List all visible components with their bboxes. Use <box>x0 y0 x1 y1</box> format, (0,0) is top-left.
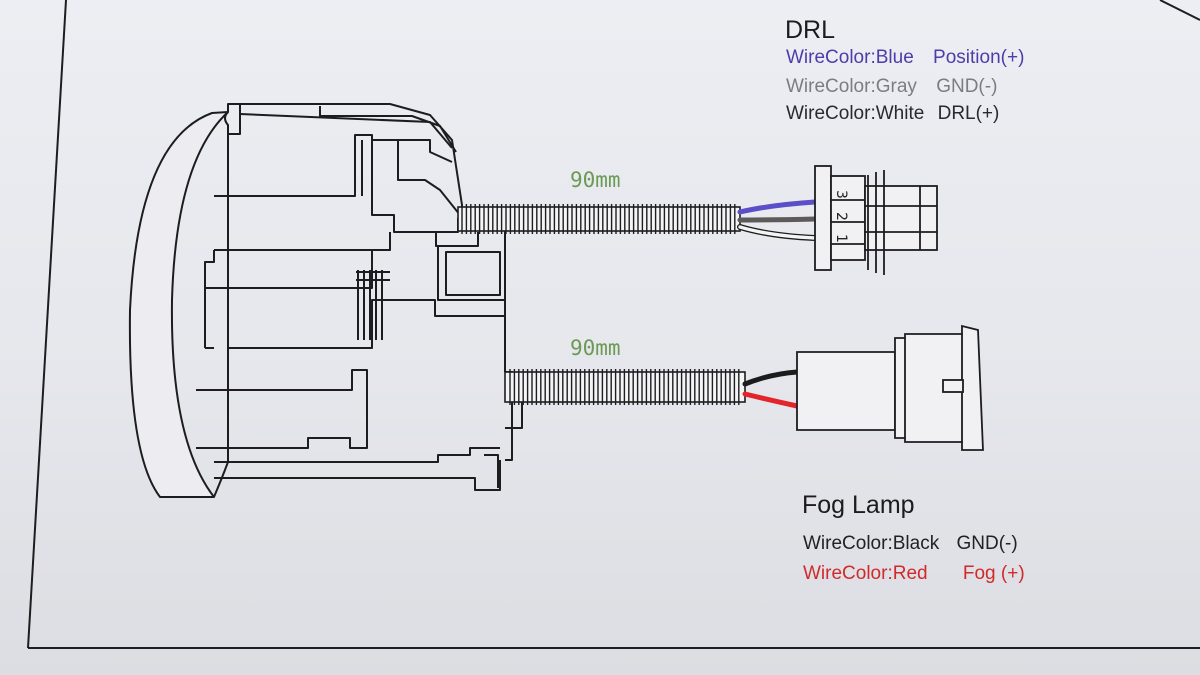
fog-wire-row-black: WireColor:Black GND(-) <box>803 534 1018 553</box>
drl-wire-white-function: DRL(+) <box>937 103 1000 124</box>
drl-wire-gray-label: WireColor:Gray <box>786 76 917 97</box>
fog-wires <box>742 369 800 409</box>
drl-wires <box>737 199 818 241</box>
drl-pin-1: 1 <box>833 234 849 243</box>
fog-wire-red <box>742 391 800 409</box>
drl-wire-blue-function: Position(+) <box>933 47 1025 68</box>
drl-wire-gray-function: GND(-) <box>936 76 998 97</box>
drl-wire-blue <box>737 199 818 215</box>
fog-wire-red-label: WireColor:Red <box>803 563 928 584</box>
drl-title: DRL <box>785 16 836 44</box>
lamp-housing <box>128 103 523 498</box>
page-border <box>27 0 1200 649</box>
fog-wire-red-function: Fog (+) <box>962 563 1025 584</box>
fog-title: Fog Lamp <box>802 491 915 519</box>
drl-wire-white-label: WireColor:White <box>786 103 925 124</box>
fog-wire-row-red: WireColor:Red Fog (+) <box>803 564 1025 583</box>
fog-cable-length: 90mm <box>570 336 621 360</box>
drl-cable <box>457 204 741 234</box>
drl-wire-row-white: WireColor:White DRL(+) <box>786 104 999 123</box>
fog-wire-black-label: WireColor:Black <box>803 533 940 554</box>
drl-wire-row-blue: WireColor:Blue Position(+) <box>786 48 1024 67</box>
drl-cable-length: 90mm <box>570 168 621 192</box>
drl-wire-row-gray: WireColor:Gray GND(-) <box>786 77 997 96</box>
drl-pin-2: 2 <box>833 212 849 221</box>
fog-wire-black <box>742 369 800 387</box>
drl-wire-gray <box>737 216 818 223</box>
drl-wire-blue-label: WireColor:Blue <box>786 47 914 68</box>
fog-wire-black-function: GND(-) <box>956 533 1018 554</box>
fog-connector <box>796 324 984 451</box>
drl-connector: 3 2 1 <box>814 165 938 275</box>
drl-pin-3: 3 <box>833 190 849 199</box>
fog-cable <box>504 369 746 405</box>
